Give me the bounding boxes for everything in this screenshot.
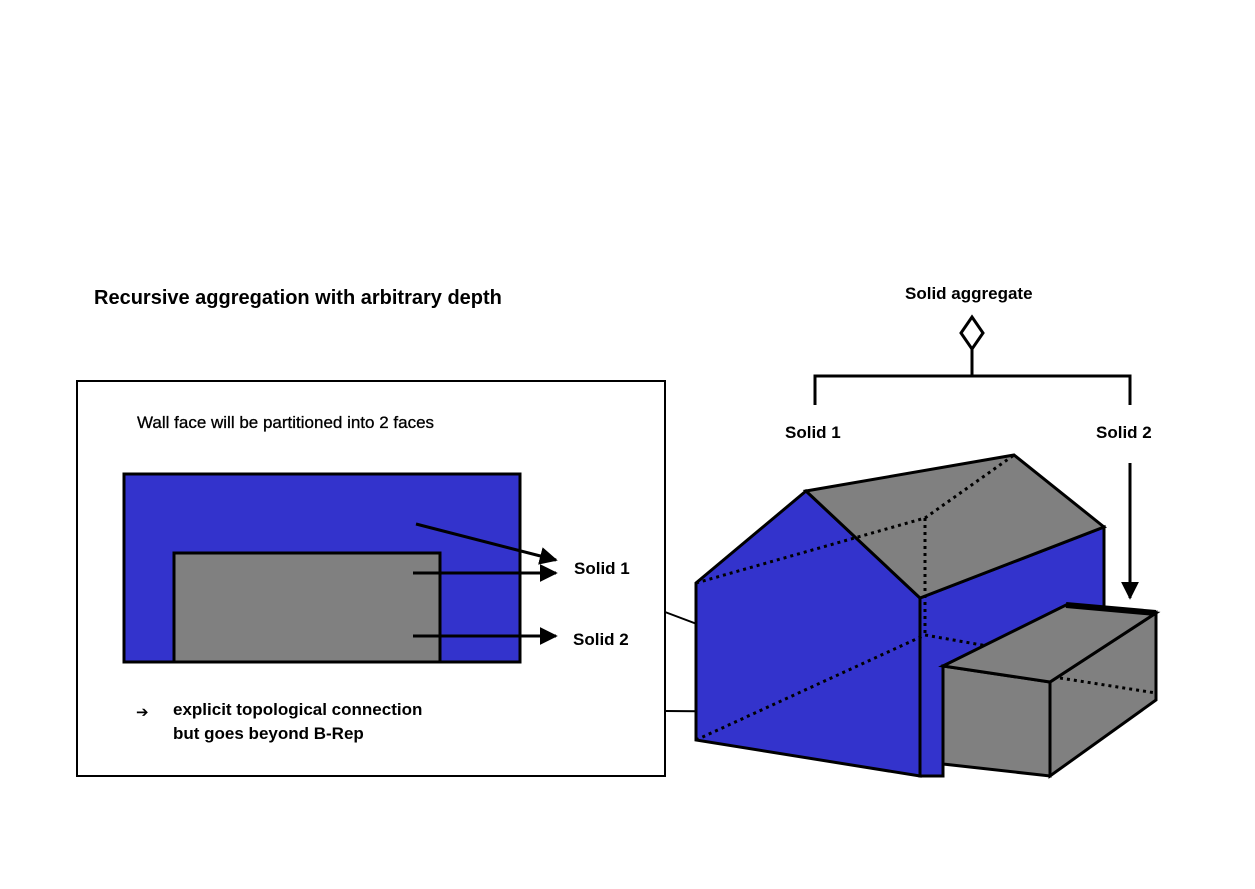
bullet-arrow-icon: ➔ [136,704,149,721]
note-line-2: but goes beyond B-Rep [173,724,364,743]
solid-aggregate-label: Solid aggregate [905,284,1033,303]
page-title: Recursive aggregation with arbitrary dep… [94,287,502,309]
box-solid2 [938,602,1161,779]
aggregation-diamond-icon [959,314,985,352]
note-line-1: explicit topological connection [173,700,423,719]
inset-caption: Wall face will be partitioned into 2 fac… [137,413,435,432]
house-roof [802,453,1107,600]
wall-face-solid2 [172,551,442,664]
aggregation-bracket [813,374,1132,405]
box-front-face [941,664,1052,778]
aggregate-solid2-label: Solid 2 [1096,423,1152,442]
aggregate-solid1-label: Solid 1 [785,423,841,442]
house-solid1 [694,453,1107,778]
box-top-edge [1065,602,1157,616]
inset-solid1-label: Solid 1 [574,559,630,578]
house-hidden-edge-bottom [695,633,1011,742]
box-hidden-edge [1059,676,1157,695]
arrow-blue-to-solid1 [415,522,558,565]
inset-solid2-label: Solid 2 [573,630,629,649]
